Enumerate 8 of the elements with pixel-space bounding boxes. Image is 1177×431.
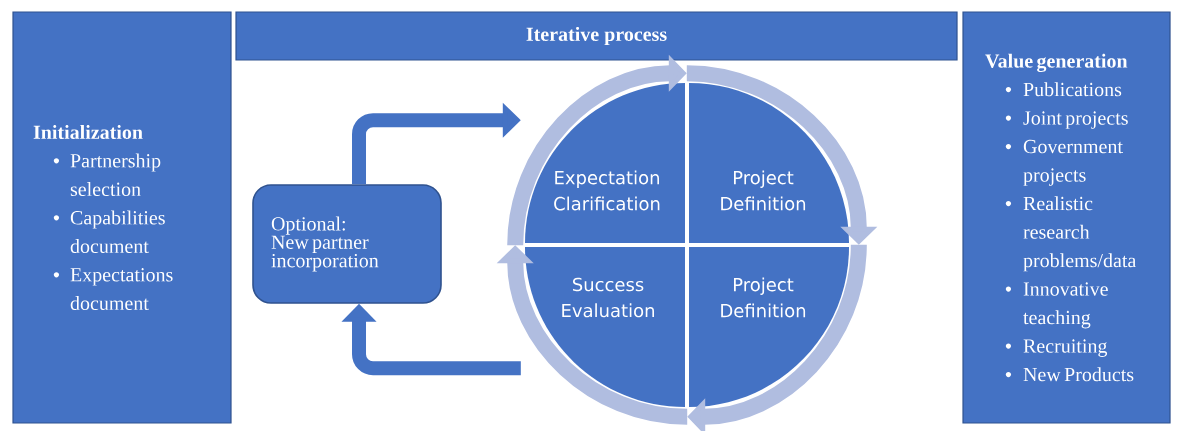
list-panel: Value generation Publications Joint projects Government projects Realistic research problems/data Innovative teaching Recruiting New Products xyxy=(962,11,1171,424)
cycle-segment: Success Evaluation xyxy=(525,247,685,407)
cycle-segment: Project Definition xyxy=(689,83,849,243)
cycle-segment: Expectation Clarification xyxy=(525,83,685,243)
list-panel: Initialization Partnership selection Capabilities document Expectations document xyxy=(12,11,232,424)
heading-banner: Iterative process xyxy=(235,11,958,61)
process-box: Optional: New partner incorporation xyxy=(252,184,442,304)
cycle-segment: Project Definition xyxy=(689,247,849,407)
